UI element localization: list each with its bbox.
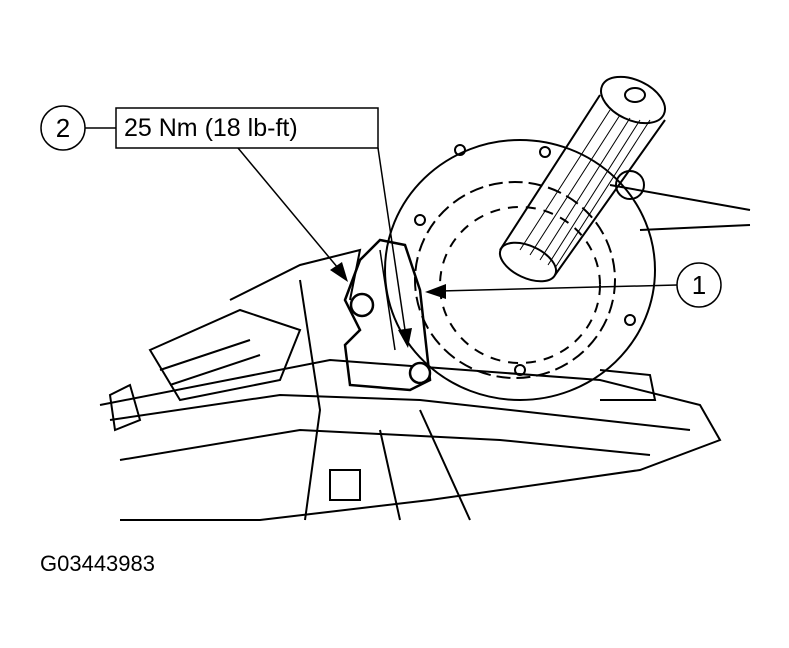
transmission-housing	[99, 170, 751, 521]
leader-lines	[40, 105, 722, 331]
arrow-item-1	[425, 284, 446, 299]
callout-2-label: 2	[55, 113, 71, 143]
arrow-bolt-lower	[398, 328, 412, 348]
bolt-lower	[408, 361, 432, 385]
output-shaft	[498, 75, 666, 283]
gear-case	[384, 139, 656, 401]
bolt-upper	[349, 292, 375, 318]
torque-box	[115, 107, 379, 149]
figure-id: G03443983	[40, 551, 155, 576]
callout-1-label: 1	[691, 270, 707, 300]
bracket	[343, 238, 432, 392]
arrow-bolt-upper	[330, 262, 348, 282]
arrowheads	[330, 262, 446, 348]
torque-spec-label: 25 Nm (18 lb-ft)	[124, 114, 298, 142]
